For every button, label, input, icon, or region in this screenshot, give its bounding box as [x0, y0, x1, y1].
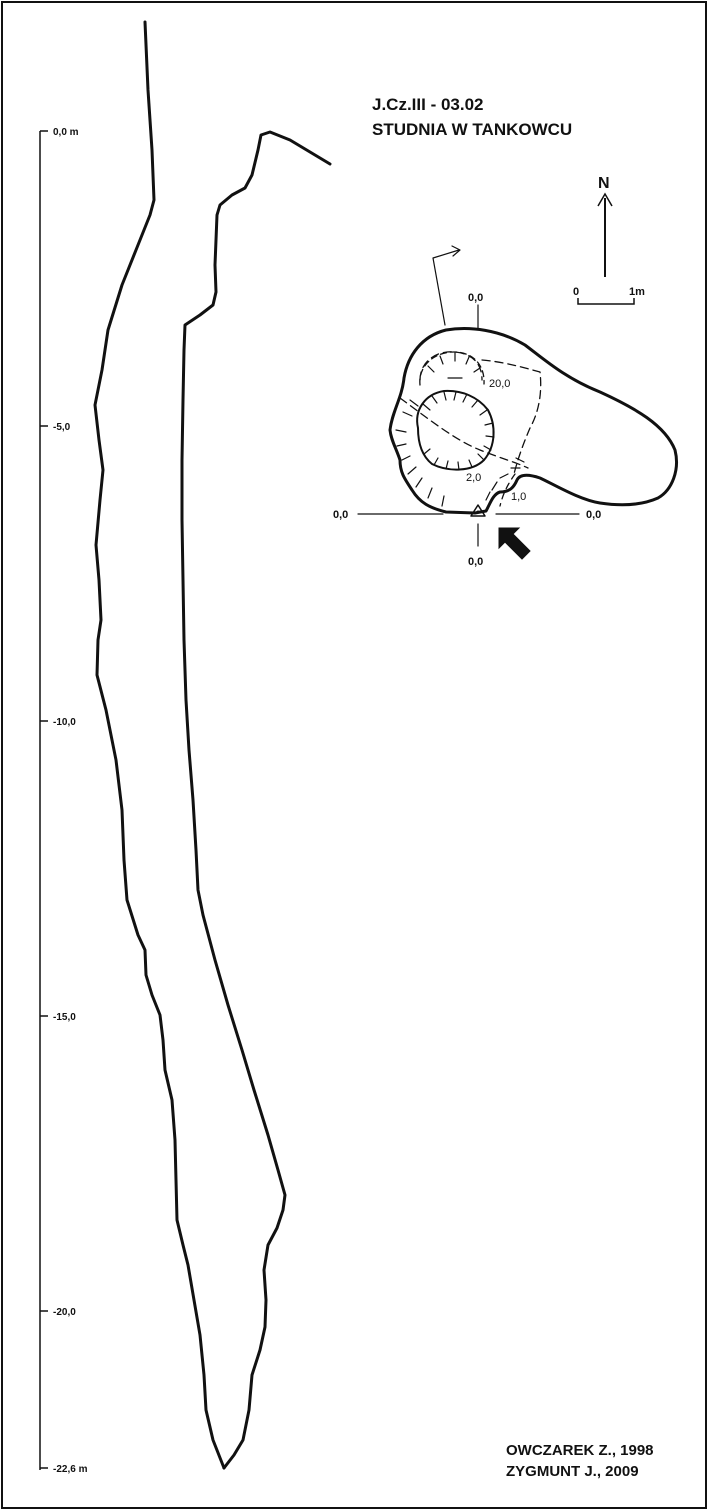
entrance-arrow-icon	[498, 527, 531, 560]
plan-slope-hatching	[395, 399, 525, 507]
plan-outline	[388, 327, 678, 515]
depth-tick-label: -20,0	[53, 1307, 76, 1318]
scale-bar-line	[577, 298, 635, 305]
depth-tick-label: -15,0	[53, 1012, 76, 1023]
plan-depth-label: 20,0	[489, 378, 510, 390]
section-arrow-head	[451, 245, 461, 257]
scale-bar: 0 1m	[573, 286, 645, 305]
cave-name-title: STUDNIA W TANKOWCU	[372, 120, 572, 139]
cave-plan	[357, 245, 678, 547]
scale-bar-end-label: 1m	[629, 286, 645, 298]
north-label: N	[598, 175, 610, 192]
survey-station-dot	[476, 510, 480, 514]
plan-pit-hatching	[422, 391, 495, 471]
section-line-arrow	[432, 249, 460, 326]
plan-axis-bottom-label: 0,0	[468, 556, 483, 568]
plan-axis-top-label: 0,0	[468, 292, 483, 304]
plan-axis-left-label: 0,0	[333, 509, 348, 521]
plan-axis-right-label: 0,0	[586, 509, 601, 521]
cave-profile	[93, 20, 332, 1470]
plan-pit-outline	[416, 389, 495, 471]
plan-dashed-contour	[419, 351, 483, 381]
north-arrow: N	[597, 175, 613, 277]
plan-depth-label: 1,0	[511, 491, 526, 503]
depth-scale: 0,0 m -5,0 -10,0 -15,0 -20,0 -22,6 m	[39, 127, 88, 1475]
author-credit: OWCZAREK Z., 1998	[506, 1442, 654, 1459]
profile-left-wall	[93, 20, 226, 1470]
survey-station-icon	[470, 504, 486, 517]
plan-dashed-contour	[481, 359, 542, 475]
plan-upper-pit	[419, 351, 485, 386]
depth-tick-label: -22,6 m	[53, 1464, 88, 1475]
cave-id-title: J.Cz.III - 03.02	[372, 95, 484, 114]
depth-tick-label: -10,0	[53, 717, 76, 728]
scale-bar-start-label: 0	[573, 286, 579, 298]
plan-upper-pit-hatching	[427, 352, 481, 379]
plan-dashed-contour	[499, 473, 516, 507]
author-credit: ZYGMUNT J., 2009	[506, 1463, 639, 1480]
north-arrow-head	[597, 192, 613, 207]
plan-dashed-contour	[399, 397, 529, 469]
plan-depth-label: 2,0	[466, 472, 481, 484]
profile-right-wall	[180, 130, 332, 1470]
depth-tick-label: 0,0 m	[53, 127, 79, 138]
depth-tick-label: -5,0	[53, 422, 71, 433]
